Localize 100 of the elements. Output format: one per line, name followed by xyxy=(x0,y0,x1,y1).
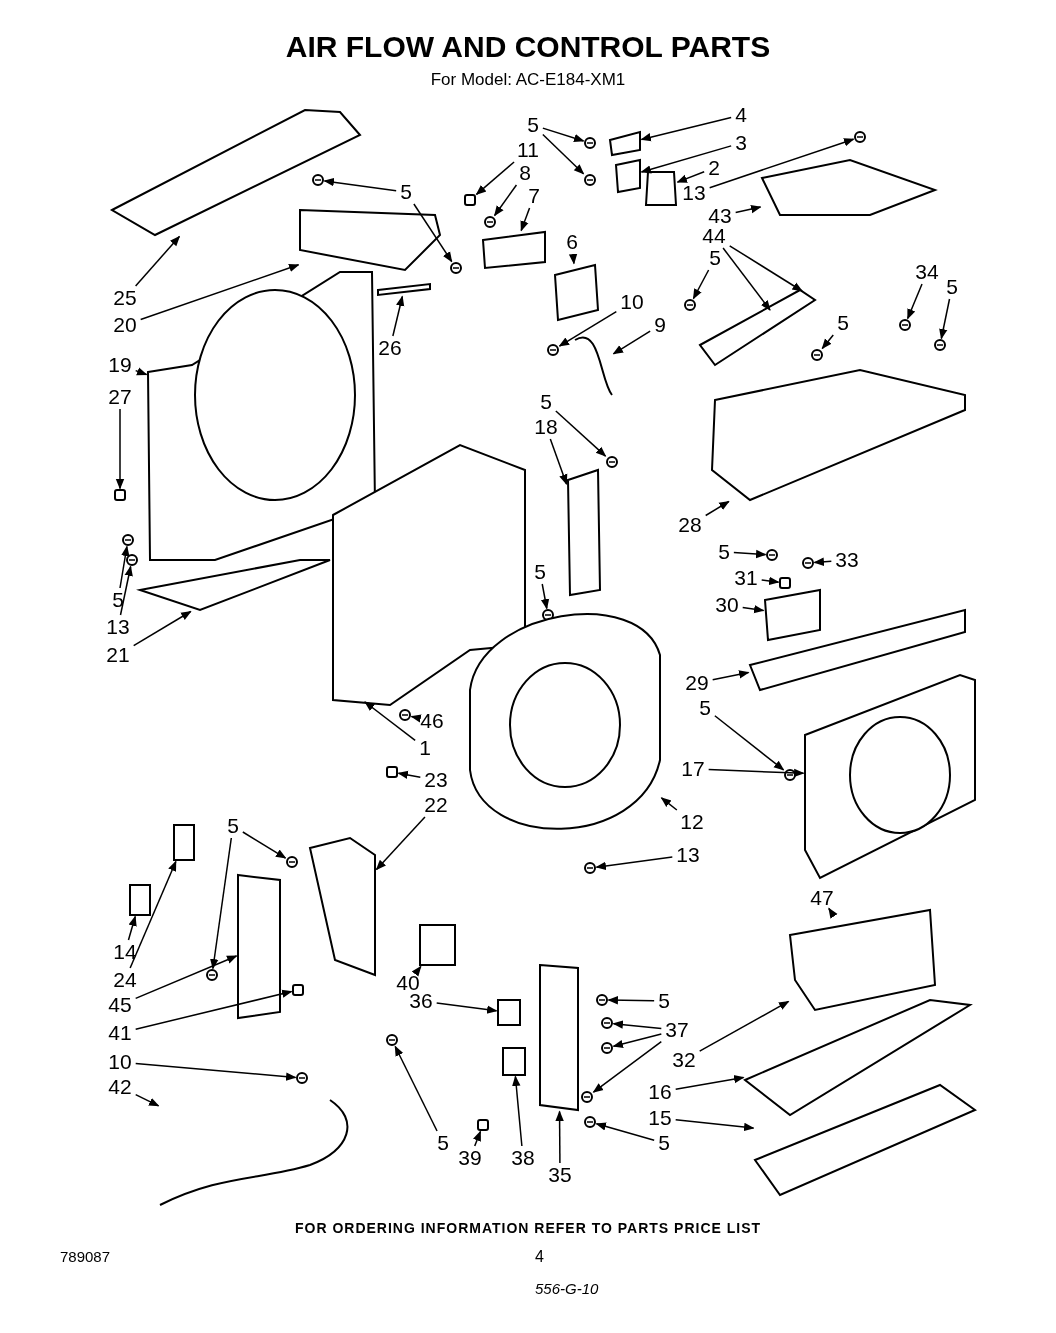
leader-line xyxy=(134,1093,160,1107)
callout-number: 33 xyxy=(833,549,861,571)
leader-line xyxy=(210,837,233,970)
screw-icon xyxy=(122,534,134,546)
callout-number: 19 xyxy=(106,354,134,376)
leader-line xyxy=(119,545,130,589)
housing-drawing xyxy=(332,443,526,707)
leader-line xyxy=(242,831,287,859)
part-drawing xyxy=(502,1047,526,1076)
leader-line xyxy=(676,171,705,183)
leader-line xyxy=(127,915,137,941)
callout-number: 5 xyxy=(532,561,548,583)
part-drawing xyxy=(779,577,791,589)
part-drawing xyxy=(173,824,195,861)
leader-line xyxy=(132,610,192,647)
cover-drawing xyxy=(109,109,362,237)
callout-number: 10 xyxy=(106,1051,134,1073)
leader-line xyxy=(741,605,765,614)
leader-line xyxy=(549,438,568,485)
callout-number: 10 xyxy=(618,291,646,313)
leader-line xyxy=(542,127,585,143)
part-drawing xyxy=(763,588,821,642)
callout-number: 27 xyxy=(106,386,134,408)
leader-line xyxy=(722,247,771,311)
callout-number: 39 xyxy=(456,1147,484,1169)
callout-number: 25 xyxy=(111,287,139,309)
callout-number: 21 xyxy=(104,644,132,666)
capacitor-drawing xyxy=(553,263,600,322)
callout-number: 22 xyxy=(422,794,450,816)
part-drawing xyxy=(114,489,126,501)
callout-number: 23 xyxy=(422,769,450,791)
callout-number: 46 xyxy=(418,710,446,732)
panel-drawing xyxy=(743,998,973,1117)
callout-number: 5 xyxy=(716,541,732,563)
callout-number: 17 xyxy=(679,758,707,780)
panel-drawing xyxy=(299,208,442,272)
leader-line xyxy=(828,907,838,919)
leader-line xyxy=(821,334,834,350)
callout-number: 14 xyxy=(111,941,139,963)
leader-line xyxy=(708,138,855,189)
screw-icon xyxy=(596,994,608,1006)
leader-line xyxy=(555,410,607,457)
callout-number: 13 xyxy=(104,616,132,638)
screw-icon xyxy=(854,131,866,143)
leader-line xyxy=(375,816,426,871)
callout-number: 44 xyxy=(700,225,728,247)
leader-line xyxy=(394,1045,438,1132)
leader-line xyxy=(612,330,651,355)
callout-number: 5 xyxy=(525,114,541,136)
callout-number: 30 xyxy=(713,594,741,616)
leader-line xyxy=(640,145,732,174)
diagram-title: AIR FLOW AND CONTROL PARTS xyxy=(284,30,772,64)
leader-line xyxy=(640,116,732,142)
leader-line xyxy=(728,245,803,292)
callout-number: 2 xyxy=(706,157,722,179)
callout-number: 15 xyxy=(646,1107,674,1129)
callout-number: 18 xyxy=(532,416,560,438)
callout-number: 5 xyxy=(835,312,851,334)
leader-line xyxy=(760,576,780,586)
callout-number: 37 xyxy=(663,1019,691,1041)
screw-icon xyxy=(584,174,596,186)
leader-line xyxy=(674,1118,755,1132)
screw-icon xyxy=(584,862,596,874)
callout-number: 16 xyxy=(646,1081,674,1103)
part-drawing xyxy=(386,766,398,778)
leader-line xyxy=(734,204,762,214)
part-drawing xyxy=(567,468,601,597)
screw-icon xyxy=(126,554,138,566)
leader-line xyxy=(397,770,422,779)
wire-drawing xyxy=(574,336,613,396)
leader-line xyxy=(134,955,238,1000)
leader-line xyxy=(134,367,148,376)
callout-number: 38 xyxy=(509,1147,537,1169)
leader-line xyxy=(595,856,674,871)
callout-number: 5 xyxy=(697,697,713,719)
leader-line xyxy=(939,298,951,340)
part-drawing xyxy=(477,1119,489,1131)
callout-number: 5 xyxy=(110,589,126,611)
leader-line xyxy=(364,701,416,742)
callout-number: 43 xyxy=(706,205,734,227)
screw-icon xyxy=(784,769,796,781)
leader-line xyxy=(134,1062,297,1081)
part-drawing xyxy=(237,873,281,1020)
screw-icon xyxy=(296,1072,308,1084)
callout-number: 20 xyxy=(111,314,139,336)
screw-icon xyxy=(399,709,411,721)
handwritten-code: 556-G-10 xyxy=(535,1280,599,1297)
screw-icon xyxy=(206,969,218,981)
ordering-note: FOR ORDERING INFORMATION REFER TO PARTS PRICE LIST xyxy=(293,1220,763,1236)
callout-number: 26 xyxy=(376,337,404,359)
partition-drawing xyxy=(804,673,976,880)
page-number: 4 xyxy=(535,1248,544,1266)
leader-line xyxy=(139,263,300,321)
leader-line xyxy=(607,996,655,1005)
leader-line xyxy=(558,310,618,347)
callout-number: 5 xyxy=(538,391,554,413)
panel-drawing xyxy=(753,1083,977,1197)
leader-line xyxy=(493,184,518,217)
screw-icon xyxy=(450,262,462,274)
screw-icon xyxy=(547,344,559,356)
